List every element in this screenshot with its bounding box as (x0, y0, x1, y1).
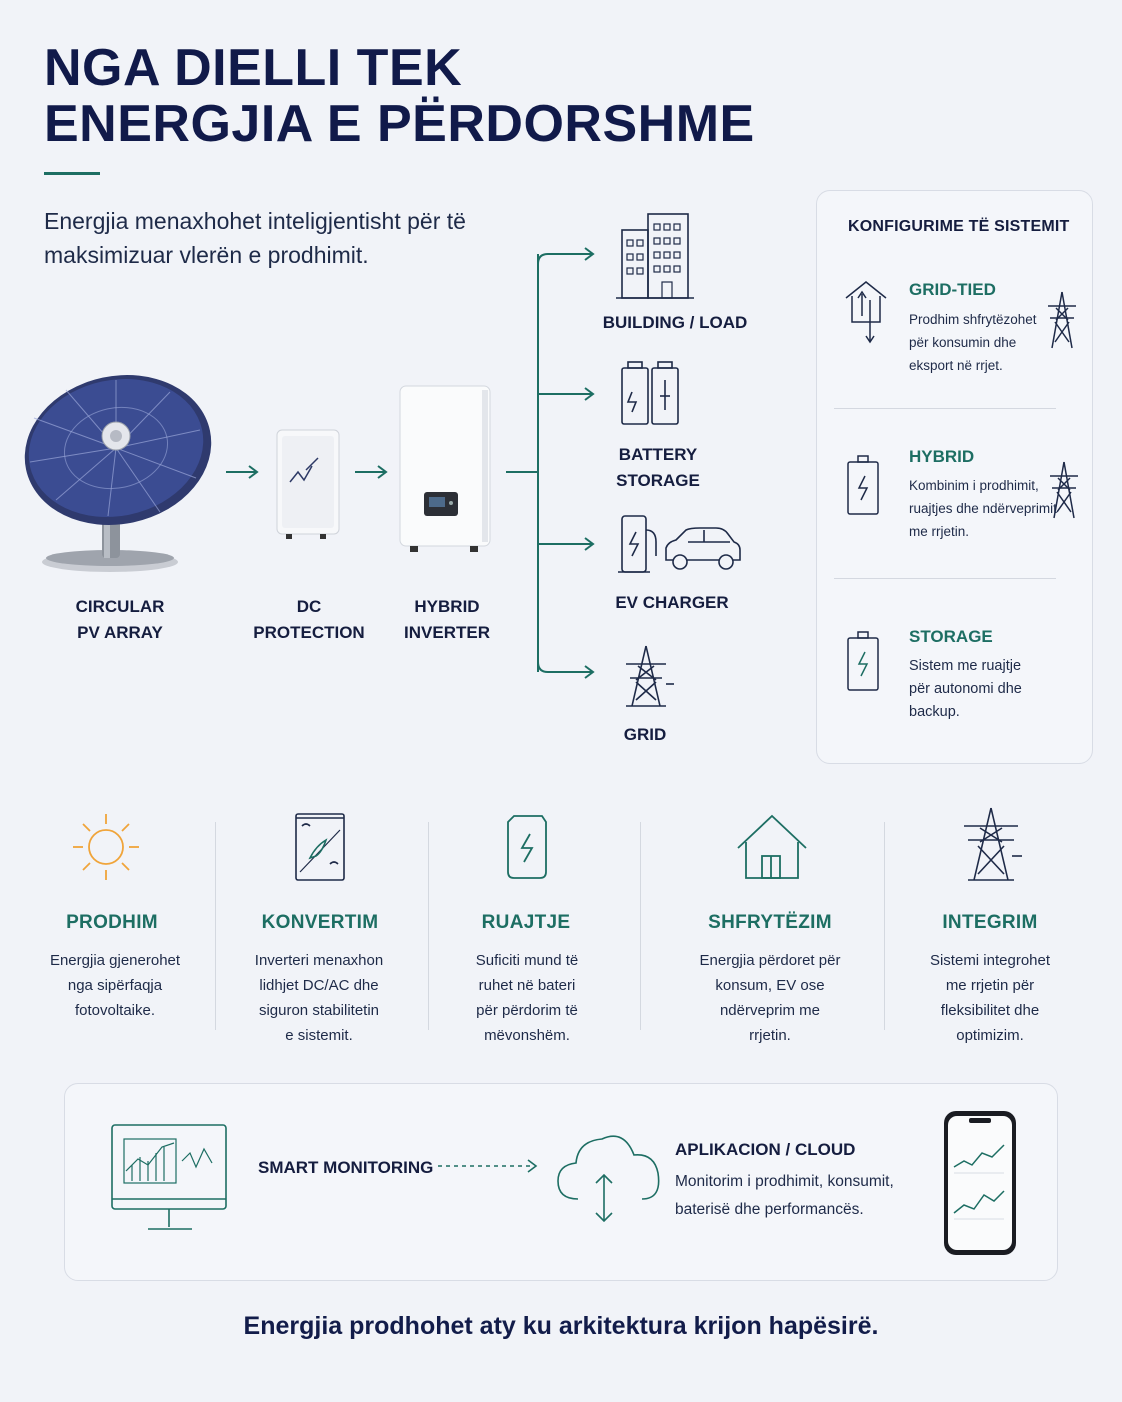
config-name-grid-tied: GRID-TIED (909, 280, 996, 299)
house-arrows-icon (845, 281, 887, 344)
dc-protection-label: DC PROTECTION (253, 597, 365, 642)
app-cloud-title: APLIKACION / CLOUD (675, 1140, 856, 1159)
battery-icon (847, 455, 879, 515)
config-desc-storage: Sistem me ruajtje për autonomi dhe backu… (909, 658, 1022, 720)
monitoring-panel (64, 1083, 1058, 1281)
inverter-icon (295, 813, 345, 881)
battery-storage-label: BATTERY STORAGE (616, 445, 700, 490)
title-underline (44, 172, 100, 175)
pylon-icon (964, 807, 1022, 881)
building-load-label: BUILDING / LOAD (602, 313, 748, 332)
step-title-ruajtje: RUAJTJE (481, 912, 571, 933)
ev-charger-icon (618, 515, 657, 573)
step-desc-integrim: Sistemi integrohet me rrjetin për fleksi… (929, 952, 1051, 1044)
step-divider (215, 822, 216, 1030)
flow-diagram (24, 213, 741, 707)
step-desc-shfrytezim: Energjia përdoret për konsum, EV ose ndë… (699, 952, 841, 1044)
monitor-icon (111, 1124, 227, 1230)
step-icons (73, 807, 1022, 881)
config-title: KONFIGURIME TË SISTEMIT (848, 218, 1070, 235)
title-line-2: ENERGJIA E PËRDORSHME (44, 95, 755, 153)
tagline: Energjia prodhohet aty ku arkitektura kr… (243, 1312, 879, 1340)
smart-monitoring-label: SMART MONITORING (258, 1158, 434, 1177)
pylon-icon (1050, 461, 1078, 519)
step-desc-prodhim: Energjia gjenerohet nga sipërfaqja fotov… (49, 952, 181, 1019)
title-line-1: NGA DIELLI TEK (44, 39, 463, 97)
battery-icon (847, 631, 879, 691)
hybrid-inverter-illustration (399, 385, 491, 552)
pv-array-label: CIRCULAR PV ARRAY (75, 597, 165, 642)
house-icon (737, 814, 807, 879)
step-divider (640, 822, 641, 1030)
grid-pylon-icon (626, 645, 674, 707)
step-divider (428, 822, 429, 1030)
page-title: NGA DIELLI TEK ENERGJIA E PËRDORSHME (44, 40, 755, 152)
config-desc-hybrid: Kombinim i prodhimit, ruajtjes dhe ndërv… (909, 478, 1057, 539)
config-divider (834, 408, 1056, 409)
pylon-icon (1048, 291, 1076, 349)
cloud-icon (557, 1135, 660, 1223)
car-icon (665, 527, 741, 570)
config-divider (834, 578, 1056, 579)
config-name-storage: STORAGE (909, 627, 993, 646)
step-desc-ruajtje: Suficiti mund të ruhet në bateri për për… (475, 952, 579, 1044)
pv-array-illustration (24, 375, 212, 572)
config-icons (845, 281, 1078, 691)
step-desc-konvertim: Inverteri menaxhon lidhjet DC/AC dhe sig… (254, 952, 384, 1044)
sun-icon (73, 814, 139, 880)
step-title-prodhim: PRODHIM (66, 912, 158, 933)
config-name-hybrid: HYBRID (909, 447, 975, 466)
app-cloud-desc: Monitorim i prodhimit, konsumit, bateris… (675, 1173, 894, 1218)
hybrid-inverter-label: HYBRID INVERTER (404, 597, 490, 642)
subtitle: Energjia menaxhohet inteligjentisht për … (44, 208, 466, 268)
building-icon (616, 213, 694, 299)
step-title-integrim: INTEGRIM (942, 912, 1038, 933)
battery-icon (507, 815, 547, 879)
ev-charger-label: EV CHARGER (615, 593, 729, 612)
step-divider (884, 822, 885, 1030)
step-title-konvertim: KONVERTIM (261, 912, 379, 933)
phone-illustration (944, 1111, 1016, 1255)
grid-label: GRID (623, 725, 667, 744)
dc-protection-illustration (276, 429, 340, 539)
config-desc-grid-tied: Prodhim shfrytëzohet për konsumin dhe ek… (909, 312, 1037, 373)
monitoring-graphics (111, 1111, 1016, 1255)
battery-storage-icon (621, 361, 679, 425)
step-title-shfrytezim: SHFRYTËZIM (708, 912, 832, 933)
